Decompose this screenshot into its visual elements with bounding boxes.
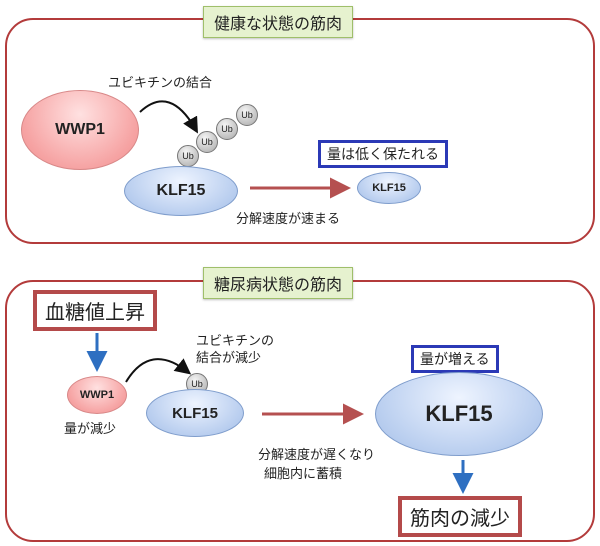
- increase-label: 量が増える: [420, 352, 490, 368]
- healthy-klf15-label: KLF15: [156, 182, 206, 199]
- healthy-maintained-label: 量は低く保たれる: [327, 147, 439, 163]
- healthy-ubiquitin-arrow: [139, 100, 198, 134]
- increase-box: 量が増える: [411, 345, 499, 373]
- diabetic-ub-label: Ub: [191, 379, 203, 389]
- healthy-degradation-label: 分解速度が速まる: [236, 212, 341, 227]
- healthy-maintained-box: 量は低く保たれる: [318, 140, 448, 168]
- healthy-wwp1-label: WWP1: [55, 121, 105, 138]
- healthy-ub-3-label: Ub: [221, 124, 233, 134]
- diabetic-ubiquitin-arrow: [125, 358, 192, 383]
- healthy-ub-4-label: Ub: [241, 110, 253, 120]
- diabetic-klf15: KLF15: [146, 389, 244, 437]
- diabetic-ubiquitin-line1: ユビキチンの: [196, 334, 275, 349]
- healthy-klf15: KLF15: [124, 166, 238, 216]
- muscle-loss-label: 筋肉の減少: [410, 506, 510, 530]
- healthy-ub-1-label: Ub: [182, 151, 194, 161]
- healthy-klf15-small: KLF15: [357, 172, 421, 204]
- blood-sugar-box: 血糖値上昇: [33, 290, 157, 331]
- degradation-slow-line1: 分解速度が遅くなり: [258, 448, 376, 463]
- diabetic-wwp1: WWP1: [67, 376, 127, 414]
- diabetic-title: 糖尿病状態の筋肉: [203, 267, 354, 299]
- diabetic-klf15-large: KLF15: [375, 372, 543, 456]
- healthy-title: 健康な状態の筋肉: [203, 6, 354, 38]
- muscle-loss-box: 筋肉の減少: [398, 496, 522, 537]
- healthy-ub-4: Ub: [236, 104, 258, 126]
- diabetic-ubiquitin-line2: 結合が減少: [196, 351, 262, 366]
- diabetic-klf15-label: KLF15: [172, 404, 218, 422]
- blood-sugar-label: 血糖値上昇: [45, 300, 145, 324]
- diabetic-wwp1-label: WWP1: [79, 389, 115, 401]
- healthy-klf15-small-label: KLF15: [372, 182, 406, 194]
- healthy-ub-2-label: Ub: [201, 137, 213, 147]
- wwp1-decrease-label: 量が減少: [64, 422, 117, 437]
- healthy-wwp1: WWP1: [21, 90, 139, 170]
- healthy-ub-3: Ub: [216, 118, 238, 140]
- healthy-ubiquitin-label: ユビキチンの結合: [108, 76, 213, 91]
- healthy-ub-2: Ub: [196, 131, 218, 153]
- degradation-slow-line2: 細胞内に蓄積: [264, 467, 343, 482]
- diabetic-klf15-large-label: KLF15: [425, 401, 493, 426]
